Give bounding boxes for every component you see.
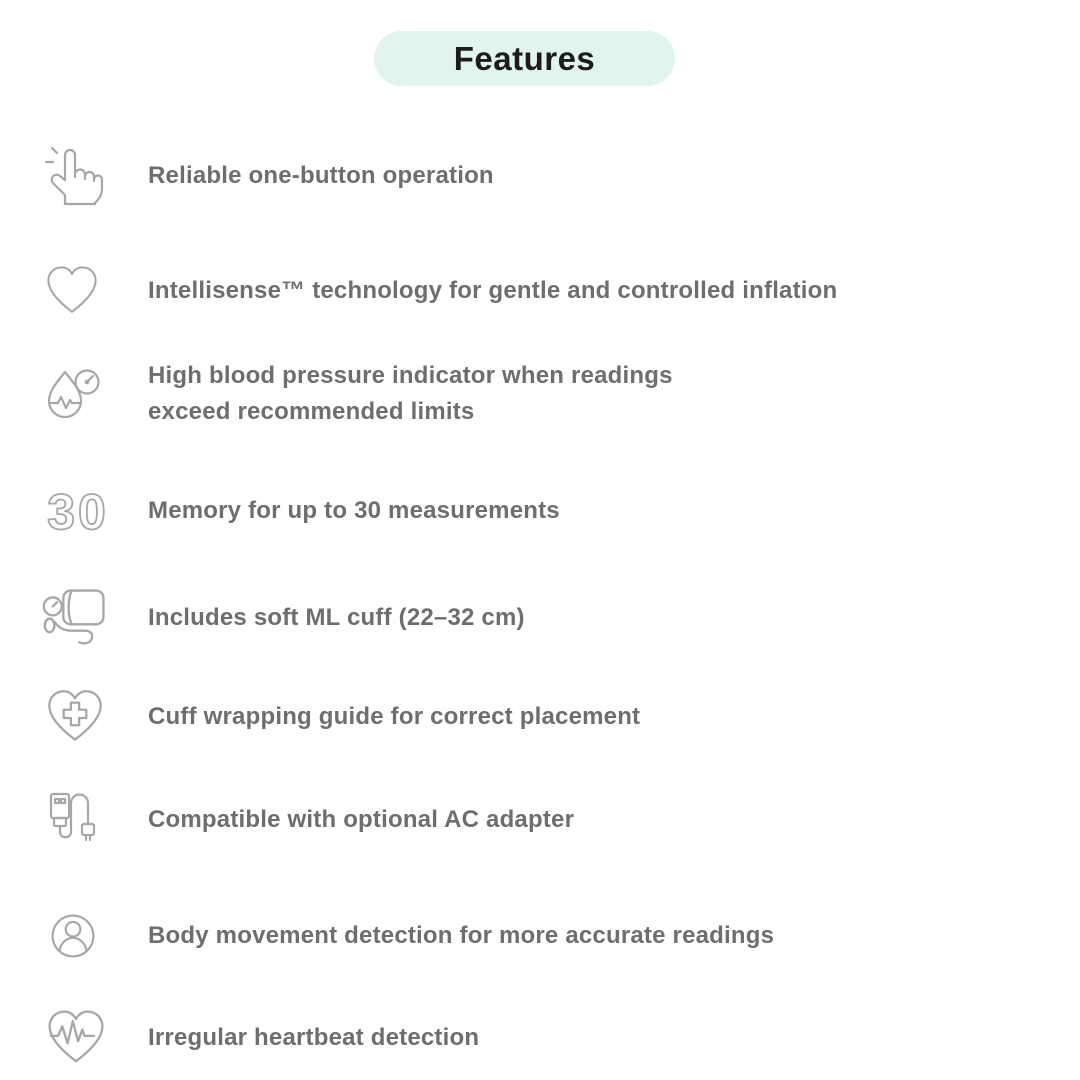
feature-text: Intellisense™ technology for gentle and …: [148, 277, 838, 304]
title-pill: Features: [374, 31, 675, 86]
feature-row-body-movement: Body movement detection for more accurat…: [38, 888, 1050, 984]
feature-row-ac-adapter: Compatible with optional AC adapter: [38, 772, 1050, 868]
feature-row-irregular-heartbeat: Irregular heartbeat detection: [38, 990, 1050, 1080]
feature-text: Includes soft ML cuff (22–32 cm): [148, 604, 525, 631]
feature-row-intellisense: Intellisense™ technology for gentle and …: [38, 243, 1050, 339]
irregular-heartbeat-icon: [38, 1000, 142, 1076]
feature-row-memory: 30 Memory for up to 30 measurements: [38, 463, 1050, 559]
feature-text: Compatible with optional AC adapter: [148, 806, 575, 833]
feature-text: High blood pressure indicator when readi…: [148, 362, 673, 425]
blood-pressure-indicator-icon: [38, 358, 142, 430]
cuff-icon: [38, 580, 142, 656]
heart-icon: [38, 257, 142, 325]
page-title: Features: [453, 39, 596, 77]
feature-text: Memory for up to 30 measurements: [148, 497, 560, 524]
feature-row-cuff: Includes soft ML cuff (22–32 cm): [38, 570, 1050, 666]
feature-text: Reliable one-button operation: [148, 162, 494, 189]
feature-text: Irregular heartbeat detection: [148, 1024, 480, 1051]
memory-30-icon: 30: [38, 482, 142, 540]
one-button-press-icon: [38, 140, 142, 212]
feature-text: Cuff wrapping guide for correct placemen…: [148, 703, 641, 730]
memory-count: 30: [47, 484, 109, 540]
ac-adapter-icon: [38, 784, 142, 856]
feature-row-one-button: Reliable one-button operation: [38, 128, 1050, 224]
feature-text: Body movement detection for more accurat…: [148, 922, 775, 949]
body-movement-icon: [38, 901, 142, 971]
heart-cross-icon: [38, 680, 142, 754]
feature-row-bp-indicator: High blood pressure indicator when readi…: [38, 346, 1050, 442]
feature-row-wrapping-guide: Cuff wrapping guide for correct placemen…: [38, 669, 1050, 765]
